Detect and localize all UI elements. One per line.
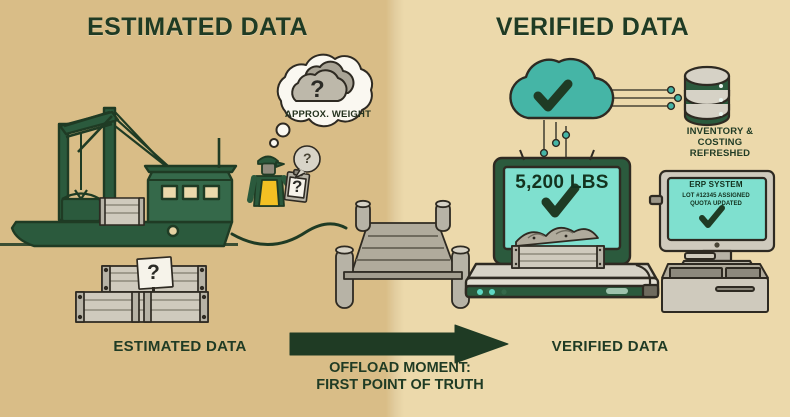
erp-screen-quota-line: QUOTA UPDATED: [690, 201, 742, 207]
footer-label-verified: VERIFIED DATA: [551, 338, 669, 355]
database-caption-line-3: REFRESHED: [689, 148, 751, 160]
erp-screen-lot-line: LOT #12345 ASSIGNED: [682, 193, 750, 199]
worker-question-bubble: [293, 145, 321, 179]
pier-structure: [335, 199, 470, 309]
database-stack-icon: [683, 65, 731, 127]
offload-arrow-caption: OFFLOAD MOMENT: FIRST POINT OF TRUTH: [285, 360, 515, 394]
fisherman-figure: [247, 155, 295, 207]
deck-crate: [99, 197, 145, 226]
database-caption: INVENTORY & COSTING REFRESHED: [656, 126, 784, 160]
erp-screen-title: ERP SYSTEM: [689, 180, 743, 189]
fishing-boat: [10, 138, 238, 248]
header-verified-data: VERIFIED DATA: [495, 13, 690, 41]
clipboard-question-mark: ?: [292, 177, 303, 196]
crate-question-tag: [136, 256, 174, 292]
crate-tag-question-mark: ?: [147, 261, 160, 284]
label-printer: [661, 252, 769, 313]
offload-arrow: [289, 324, 509, 364]
cloud-check-icon: [533, 79, 573, 112]
cloud-to-laptop-links: [539, 120, 571, 158]
thought-cloud-question-mark: ?: [310, 76, 325, 103]
question-cloud-icon: [291, 60, 355, 102]
footer-label-estimated: ESTIMATED DATA: [113, 338, 247, 355]
laptop-weight-readout: 5,200 LBS: [515, 172, 609, 193]
verified-cloud-icon: [509, 57, 615, 120]
laptop-check-icon: [541, 183, 580, 218]
approx-weight-label: APPROX. WEIGHT: [284, 109, 372, 120]
database-caption-line-1: INVENTORY &: [686, 126, 754, 137]
fish-crate: [511, 226, 605, 269]
database-caption-line-2: COSTING: [697, 137, 743, 149]
mooring-rope: [230, 222, 348, 246]
header-estimated-data: ESTIMATED DATA: [87, 13, 308, 41]
arrow-caption-line-2: FIRST POINT OF TRUTH: [316, 377, 484, 394]
erp-check-icon: [699, 205, 725, 228]
arrow-caption-line-1: OFFLOAD MOMENT:: [329, 360, 471, 376]
laptop-monitor-cable: [635, 263, 660, 299]
worker-bubble-question-mark: ?: [303, 150, 312, 166]
panel-divider: [386, 0, 404, 417]
